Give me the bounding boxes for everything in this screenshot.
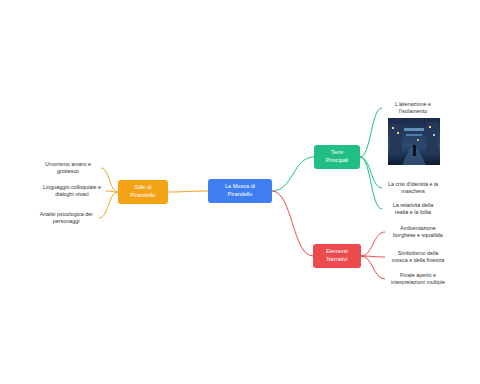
- branch-box: Elementi Narrativi: [313, 244, 361, 267]
- leaf-text: L'alienazione e l'isolamento: [384, 100, 442, 117]
- leaf-label: La relatività della realtà e la follia: [386, 202, 440, 217]
- branch-connector: [361, 232, 385, 256]
- branch-connector: [272, 157, 314, 191]
- leaf-label: Analisi psicologica dei personaggi: [37, 211, 95, 226]
- box-label: La Mosca di Pirandello: [214, 183, 266, 198]
- leaf-text: Linguaggio colloquiale e dialoghi vivaci: [40, 183, 104, 200]
- branch-box: Temi Principali: [314, 145, 360, 168]
- branch-connector: [360, 108, 382, 157]
- leaf-label: Simbolismo della mosca e della finestra: [389, 250, 447, 265]
- branch-connector: [168, 191, 208, 192]
- branch-connector: [361, 256, 385, 279]
- illustration: [388, 118, 440, 165]
- leaf-label: L'alienazione e l'isolamento: [386, 101, 440, 116]
- branch-connector: [272, 191, 313, 256]
- box-label: Stile di Pirandello: [124, 184, 162, 199]
- leaf-text: Umorismo amaro e grottesco: [37, 160, 99, 177]
- leaf-text: Analisi psicologica dei personaggi: [35, 210, 97, 227]
- branch-box: Stile di Pirandello: [118, 180, 168, 203]
- leaf-label: La crisi d'identità e la maschera: [386, 181, 440, 196]
- leaf-label: Ambientazione borghese e squallida: [389, 225, 447, 240]
- leaf-label: Linguaggio colloquiale e dialoghi vivaci: [42, 184, 102, 199]
- box-label: Elementi Narrativi: [319, 248, 355, 263]
- leaf-text: Ambientazione borghese e squallida: [387, 224, 449, 241]
- leaf-label: Finale aperto e interpretazioni multiple: [389, 272, 447, 287]
- leaf-text: La relatività della realtà e la follia: [384, 201, 442, 218]
- leaf-text: La crisi d'identità e la maschera: [384, 180, 442, 197]
- branch-connector: [101, 168, 118, 192]
- branch-connector: [360, 157, 382, 209]
- leaf-label: Umorismo amaro e grottesco: [39, 161, 97, 176]
- box-label: Temi Principali: [320, 149, 354, 164]
- branch-connector: [99, 192, 118, 218]
- central-topic: La Mosca di Pirandello: [208, 179, 272, 202]
- leaf-text: Finale aperto e interpretazioni multiple: [387, 271, 449, 288]
- leaf-text: Simbolismo della mosca e della finestra: [387, 249, 449, 266]
